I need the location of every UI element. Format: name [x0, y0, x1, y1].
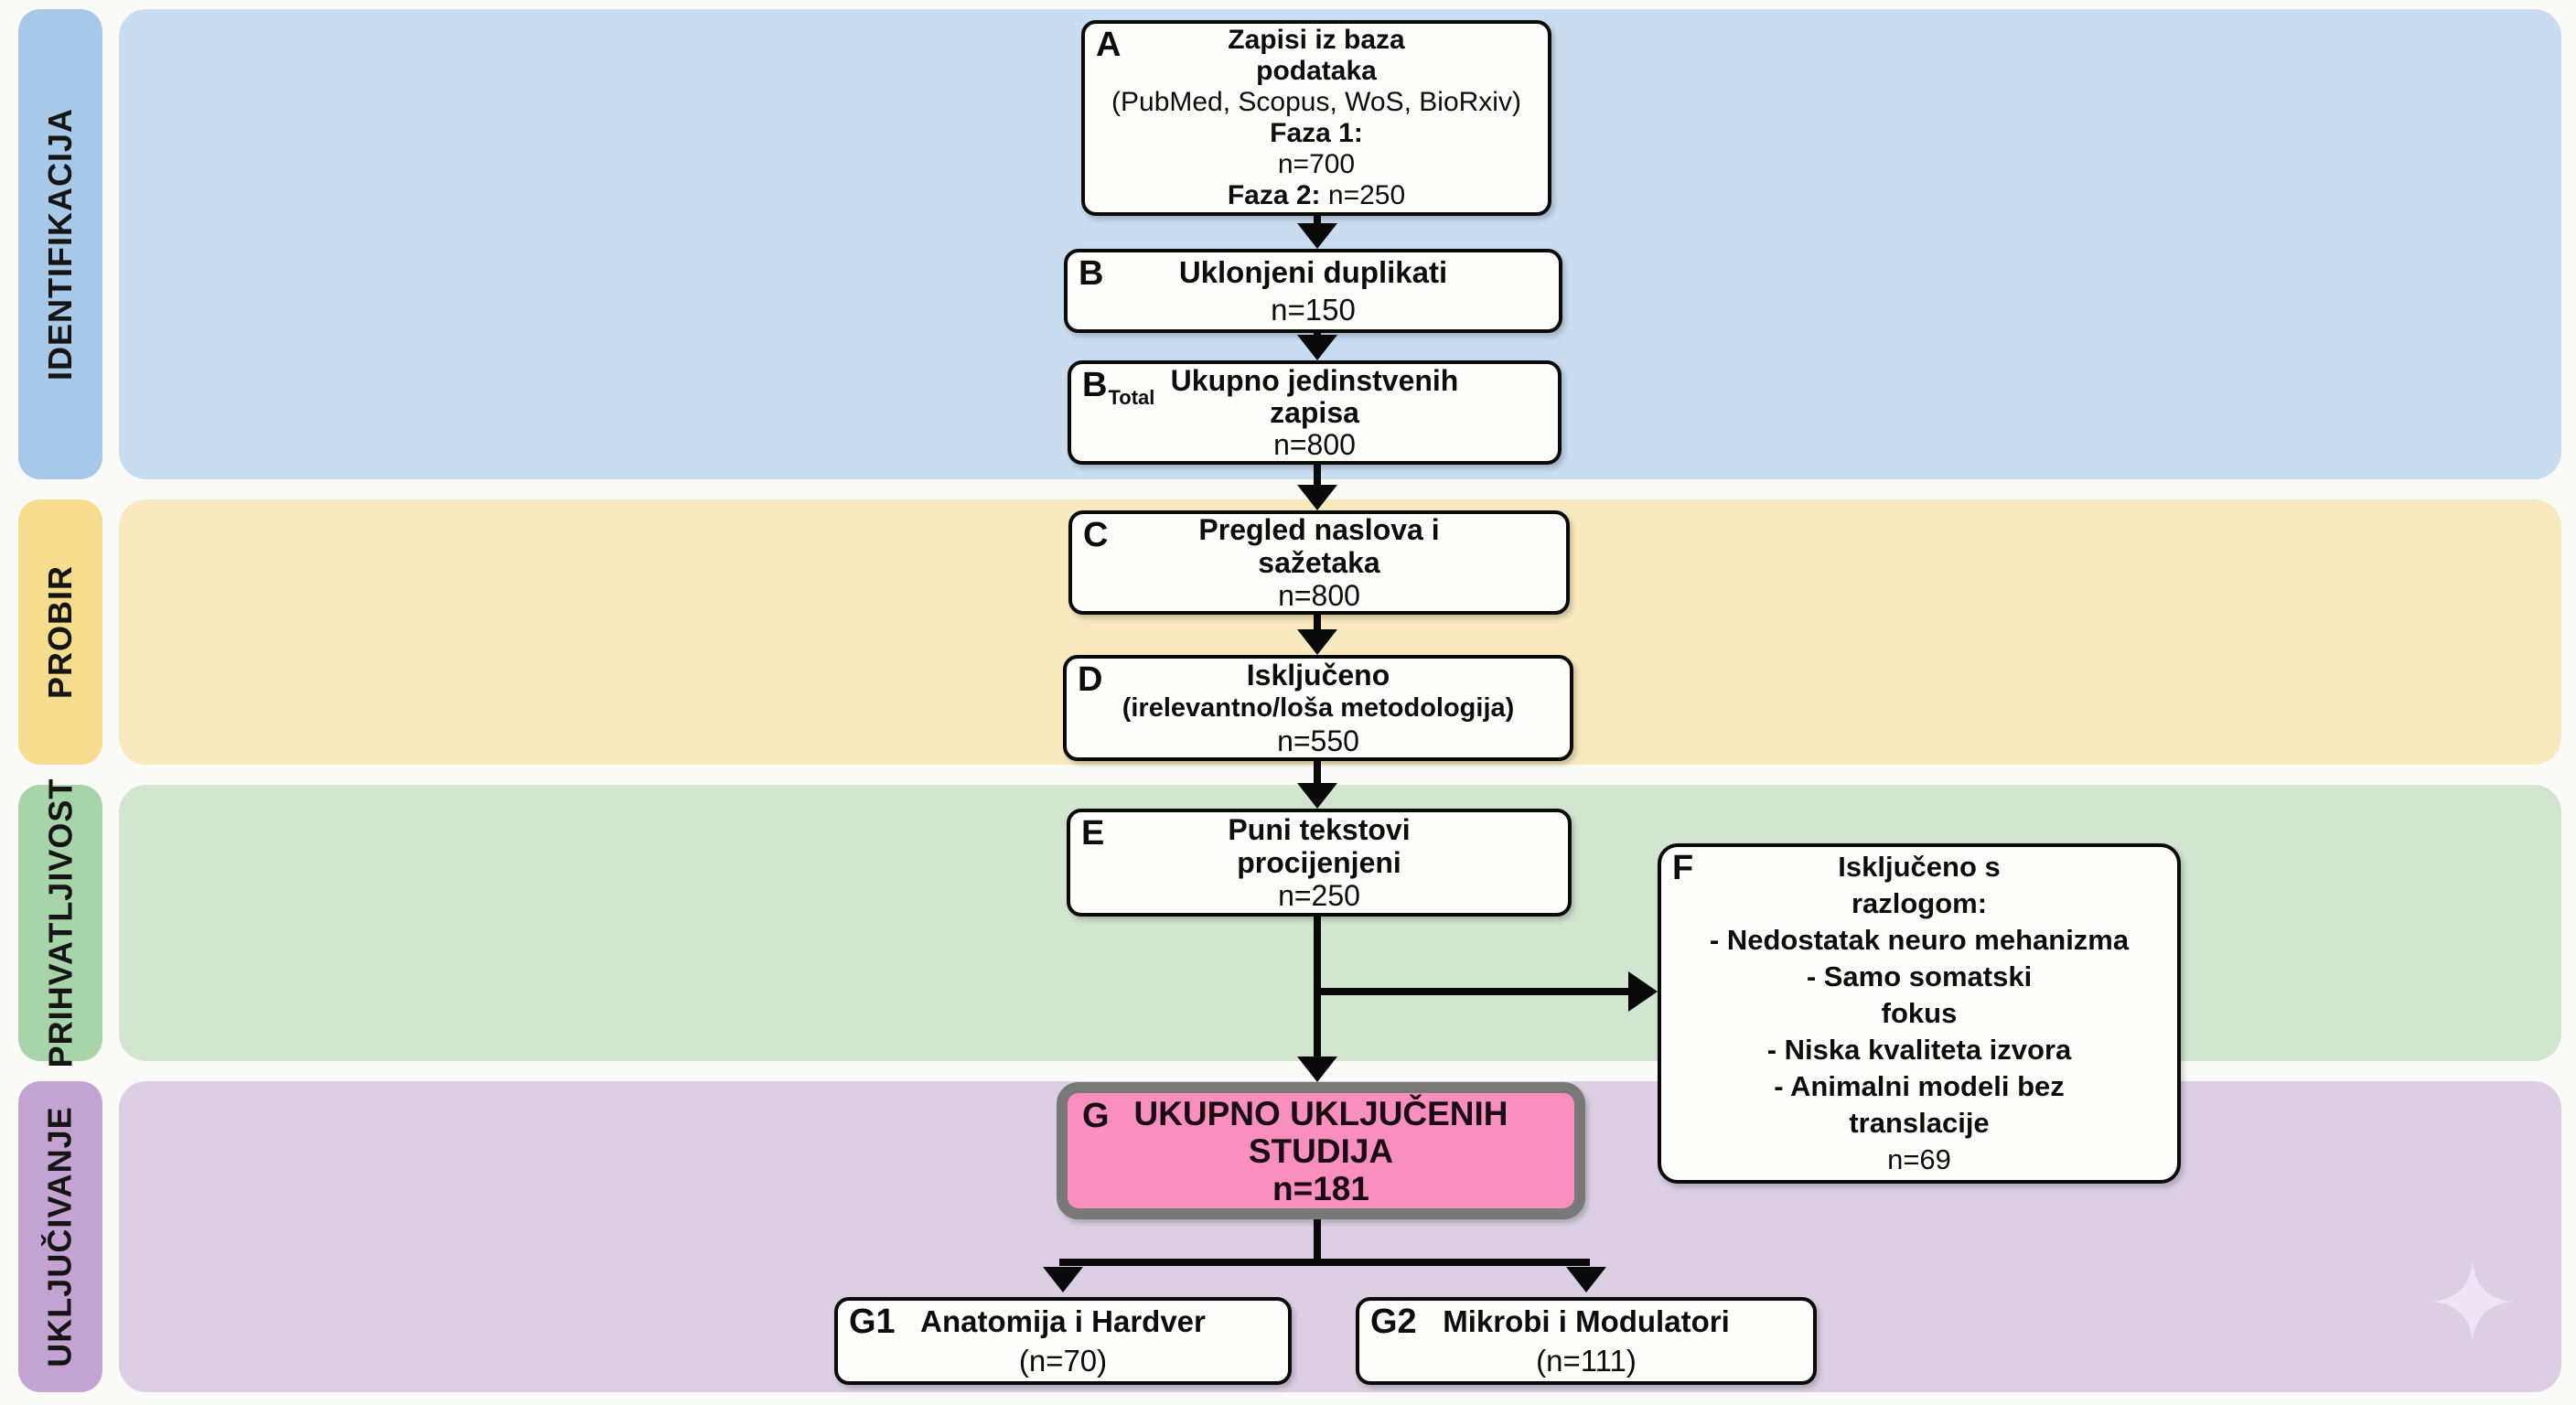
exclusion-reason: - Samo somatski — [1806, 960, 2033, 992]
arrow-e-to-g — [1314, 917, 1321, 1058]
box-count-line: n=150 — [1271, 293, 1356, 327]
arrowhead-b-to-btotal — [1297, 335, 1337, 360]
box-count-line: (n=111) — [1536, 1344, 1637, 1378]
box-phase1-label: Faza 1: — [1270, 118, 1363, 148]
box-title-line: zapisa — [1270, 395, 1359, 429]
box-phase2-line: Faza 2: n=250 — [1228, 180, 1405, 211]
box-label-subscript: Total — [1108, 386, 1155, 409]
box-title-line: Puni tekstovi — [1228, 813, 1411, 846]
box-phase2-label: Faza 2: — [1227, 180, 1321, 210]
box-label: D — [1078, 660, 1103, 699]
box-b-duplicates-removed: B Uklonjeni duplikati n=150 — [1064, 249, 1562, 333]
box-title-line: Pregled naslova i — [1198, 513, 1440, 546]
phase-label: PROBIR — [41, 564, 80, 700]
sparkle-icon — [2432, 1261, 2513, 1342]
arrow-e-to-f — [1314, 988, 1628, 995]
box-label: A — [1096, 26, 1122, 64]
box-count-line: n=550 — [1277, 724, 1359, 757]
exclusion-reason: - Nedostatak neuro mehanizma — [1709, 924, 2130, 956]
box-count-line: n=250 — [1278, 879, 1360, 912]
box-phase2-count: n=250 — [1327, 180, 1406, 210]
box-title-line: Isključeno — [1246, 659, 1390, 692]
phase-tab-prihvatljivost: PRIHVATLJIVOST — [18, 778, 102, 1067]
box-label: G — [1082, 1097, 1110, 1135]
box-f-excluded-with-reasons: F Isključeno s razlogom: - Nedostatak ne… — [1658, 843, 2181, 1184]
phase-label: IDENTIFIKACIJA — [41, 107, 80, 381]
arrowhead-e-to-g — [1297, 1056, 1337, 1082]
arrow-btotal-to-c — [1314, 465, 1321, 487]
box-title-line: Ukupno jedinstvenih — [1170, 363, 1459, 397]
box-title-line: UKUPNO UKLJUČENIH — [1133, 1094, 1508, 1132]
phase-tab-probir: PROBIR — [18, 499, 102, 765]
box-title-line: Mikrobi i Modulatori — [1443, 1304, 1730, 1338]
box-title-line: Uklonjeni duplikati — [1178, 255, 1448, 289]
box-c-title-abstract-screening: C Pregled naslova i sažetaka n=800 — [1068, 510, 1570, 615]
arrowhead-e-to-f — [1628, 971, 1658, 1012]
arrowhead-c-to-d — [1297, 629, 1337, 655]
box-label: BTotal — [1082, 366, 1155, 409]
box-a-database-records: A Zapisi iz baza podataka (PubMed, Scopu… — [1081, 20, 1551, 216]
arrowhead-d-to-e — [1297, 783, 1337, 809]
box-sources-line: (PubMed, Scopus, WoS, BioRxiv) — [1111, 87, 1521, 117]
box-title-line: Anatomija i Hardver — [920, 1304, 1206, 1338]
box-label: C — [1083, 516, 1109, 554]
box-label: B — [1079, 254, 1104, 293]
box-phase1-count: n=700 — [1277, 149, 1356, 179]
exclusion-reason: - Niska kvaliteta izvora — [1766, 1034, 2072, 1066]
box-label: G1 — [849, 1303, 896, 1341]
box-label: F — [1672, 849, 1694, 887]
box-label: E — [1081, 814, 1105, 853]
box-title-line: razlogom: — [1851, 887, 1988, 919]
box-btotal-unique-records: BTotal Ukupno jedinstvenih zapisa n=800 — [1068, 360, 1562, 465]
arrow-g-stem — [1314, 1219, 1321, 1263]
box-title-line: podataka — [1256, 56, 1377, 86]
arrow-d-to-e — [1314, 761, 1321, 785]
exclusion-reason: translacije — [1849, 1107, 1990, 1139]
box-count-line: n=181 — [1272, 1169, 1369, 1207]
box-title-line: procijenjeni — [1237, 846, 1401, 879]
arrow-c-to-d — [1314, 615, 1321, 631]
box-title-line: STUDIJA — [1248, 1132, 1394, 1170]
exclusion-reason: - Animalni modeli bez — [1774, 1070, 2065, 1102]
box-title-line: Isključeno s — [1838, 851, 2001, 883]
box-count-line: (n=70) — [1018, 1344, 1108, 1378]
arrowhead-a-to-b — [1297, 223, 1337, 249]
box-count-line: n=800 — [1273, 427, 1356, 461]
box-label: G2 — [1370, 1303, 1417, 1341]
box-d-excluded-screening: D Isključeno (irelevantno/loša metodolog… — [1063, 655, 1573, 761]
arrowhead-g-to-g2 — [1566, 1267, 1606, 1292]
box-g-included-studies: G UKUPNO UKLJUČENIH STUDIJA n=181 — [1057, 1082, 1585, 1219]
box-count-line: n=69 — [1887, 1143, 1951, 1175]
box-g1-anatomy-hardware: G1 Anatomija i Hardver (n=70) — [834, 1297, 1292, 1385]
arrowhead-btotal-to-c — [1297, 485, 1337, 510]
box-title-line: Zapisi iz baza — [1228, 25, 1405, 55]
box-e-fulltext-assessed: E Puni tekstovi procijenjeni n=250 — [1067, 809, 1572, 917]
phase-tab-identifikacija: IDENTIFIKACIJA — [18, 9, 102, 479]
phase-label: UKLJUČIVANJE — [41, 1106, 79, 1367]
arrow-g-split-bar — [1059, 1259, 1590, 1266]
box-reason-line: (irelevantno/loša metodologija) — [1122, 693, 1515, 723]
phase-tab-ukljucivanje: UKLJUČIVANJE — [18, 1081, 102, 1392]
arrowhead-g-to-g1 — [1043, 1267, 1083, 1292]
arrow-a-to-b — [1314, 216, 1321, 227]
phase-label: PRIHVATLJIVOST — [41, 778, 80, 1068]
box-count-line: n=800 — [1278, 579, 1360, 612]
exclusion-reason: fokus — [1881, 997, 1958, 1029]
box-title-line: sažetaka — [1258, 546, 1380, 579]
box-g2-microbes-modulators: G2 Mikrobi i Modulatori (n=111) — [1356, 1297, 1817, 1385]
